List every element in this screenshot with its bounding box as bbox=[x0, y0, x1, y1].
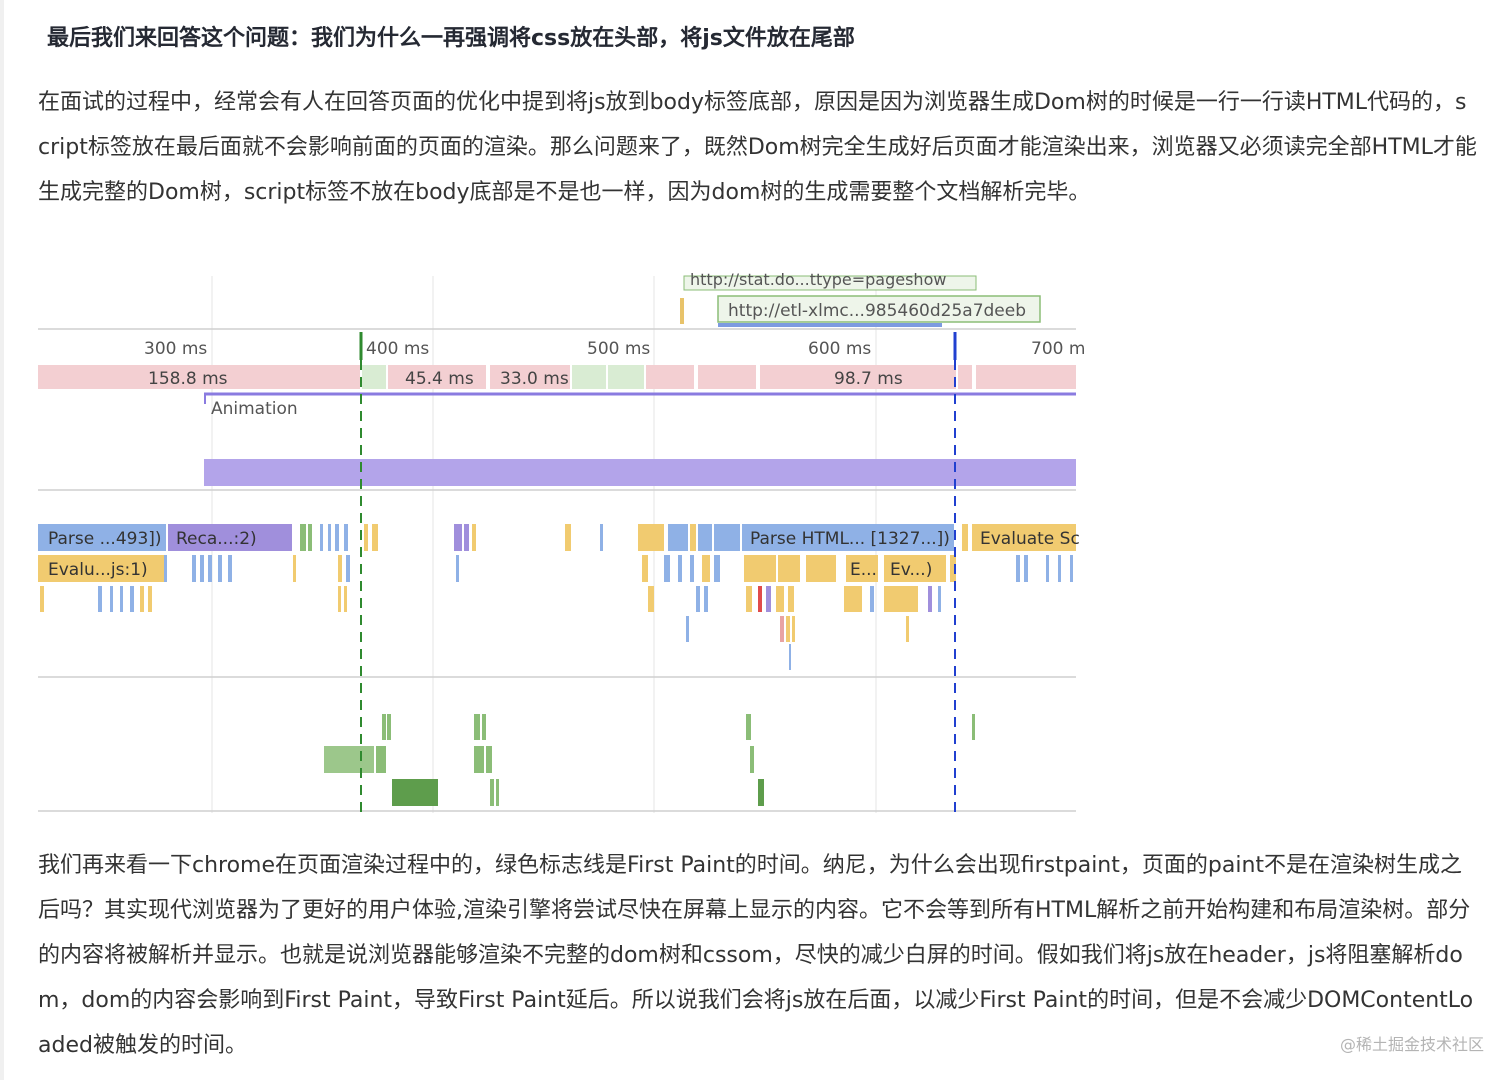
left-rule bbox=[0, 0, 4, 1080]
frame-label-3: 33.0 ms bbox=[500, 369, 569, 389]
raster-tracks bbox=[324, 714, 975, 806]
flame-label-ev: Ev...) bbox=[890, 560, 932, 580]
flame-label-parse-html: Parse HTML... [1327...]) bbox=[750, 529, 950, 549]
flame-label-evaluate: Evaluate Sc bbox=[980, 529, 1080, 549]
network-request-2 bbox=[717, 295, 1041, 323]
frame-label-1: 158.8 ms bbox=[148, 369, 228, 389]
ruler-tick-600: 600 ms bbox=[808, 339, 871, 359]
article-heading: 最后我们来回答这个问题：我们为什么一再强调将css放在头部，将js文件放在尾部 bbox=[47, 26, 855, 51]
ruler-tick-300: 300 ms bbox=[144, 339, 207, 359]
network-tick bbox=[680, 298, 684, 324]
ruler-tick-500: 500 ms bbox=[587, 339, 650, 359]
flame-chart bbox=[38, 524, 1076, 670]
timeline-svg: http://stat.do...ttype=pageshow http://e… bbox=[38, 270, 1085, 813]
ruler-tick-400: 400 ms bbox=[366, 339, 429, 359]
animation-bar bbox=[204, 459, 1076, 486]
network-label-2: http://etl-xlmc...985460d25a7deeb bbox=[728, 301, 1026, 321]
flame-label-e: E... bbox=[850, 560, 877, 580]
frame-label-4: 98.7 ms bbox=[834, 369, 903, 389]
animation-label: Animation bbox=[211, 399, 298, 419]
article-paragraph-1: 在面试的过程中，经常会有人在回答页面的优化中提到将js放到body标签底部，原因… bbox=[38, 90, 1477, 205]
site-watermark: @稀土掘金技术社区 bbox=[1339, 1035, 1484, 1054]
flame-label-recalc: Reca...:2) bbox=[176, 529, 257, 549]
frame-label-2: 45.4 ms bbox=[405, 369, 474, 389]
flame-label-parse-1: Parse ...493]) bbox=[48, 529, 162, 549]
article-paragraph-2: 我们再来看一下chrome在页面渲染过程中的，绿色标志线是First Paint… bbox=[38, 853, 1474, 1058]
network-request-1 bbox=[683, 275, 977, 291]
ruler-tick-700: 700 m bbox=[1031, 339, 1085, 359]
frames-row bbox=[38, 365, 1076, 389]
network-progress bbox=[718, 323, 942, 327]
devtools-timeline-screenshot: http://stat.do...ttype=pageshow http://e… bbox=[38, 270, 1085, 813]
flame-label-evalu: Evalu...js:1) bbox=[48, 560, 148, 580]
network-label-1: http://stat.do...ttype=pageshow bbox=[690, 270, 946, 289]
